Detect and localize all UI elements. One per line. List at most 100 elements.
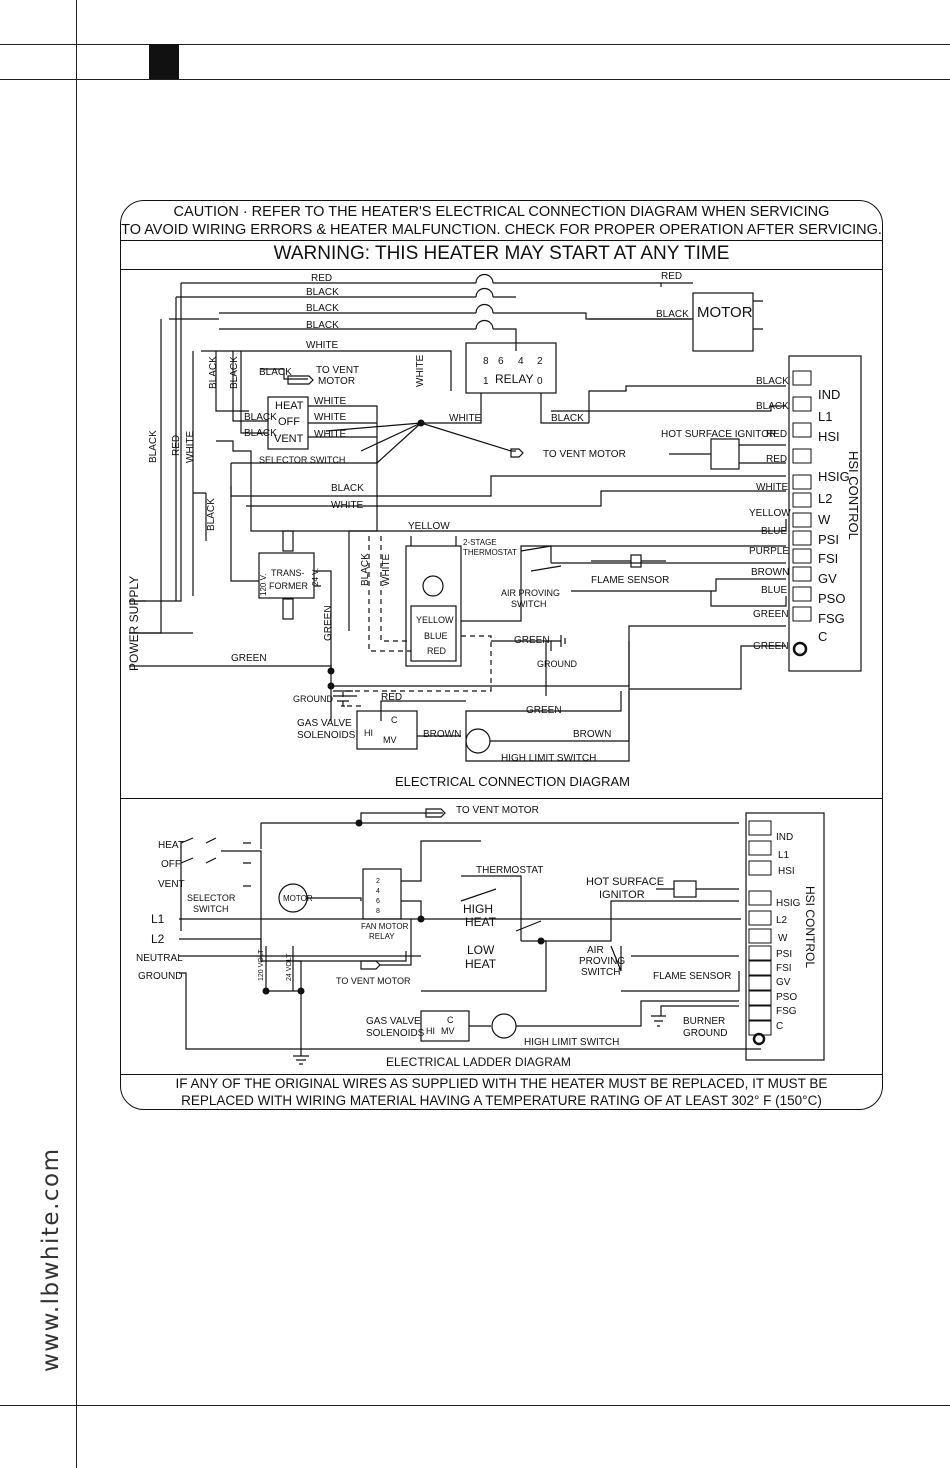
vert-wire-green: GREEN [323, 605, 334, 641]
selector-switch-label: SELECTOR SWITCH [259, 455, 345, 465]
wire-label-white-hsi: WHITE [331, 500, 364, 511]
ladder-hsi-ind: IND [776, 832, 793, 843]
thermostat-label-2: THERMOSTAT [463, 548, 517, 557]
hsi-wire-blue-1: BLUE [761, 526, 787, 537]
ladder-to-vent-motor: TO VENT MOTOR [456, 805, 539, 816]
vert-wire-black-3: BLACK [229, 356, 240, 389]
hsi-wire-black-1: BLACK [756, 376, 789, 387]
hsi-control-label: HSI CONTROL [846, 451, 861, 540]
warning-separator [121, 269, 882, 270]
ladder-air-proving-2: PROVING [579, 956, 625, 967]
hsi-term-gv: GV [818, 571, 837, 586]
ladder-relay-pin-6: 6 [376, 898, 380, 905]
hsi-term-ind: IND [818, 387, 840, 402]
ladder-high-limit-switch: HIGH LIMIT SWITCH [524, 1037, 619, 1048]
ladder-ignitor-2: IGNITOR [599, 889, 645, 901]
caution-line-2: TO AVOID WIRING ERRORS & HEATER MALFUNCT… [121, 222, 882, 238]
ladder-valve-c: C [447, 1015, 454, 1025]
ladder-hsi-hsi: HSI [778, 866, 795, 877]
ladder-ignitor-1: HOT SURFACE [586, 876, 664, 888]
header-rule-top [0, 44, 950, 45]
ladder-selector-2: SWITCH [193, 904, 229, 914]
wire-label-red-valve: RED [381, 692, 402, 703]
ladder-burner-ground-1: BURNER [683, 1016, 725, 1027]
hsi-wire-green-2: GREEN [753, 641, 789, 652]
hsi-term-pso: PSO [818, 591, 845, 606]
wire-label-red-motor: RED [661, 271, 682, 282]
relay-pin-1: 1 [483, 376, 489, 387]
wire-label-green-valve: GREEN [526, 705, 562, 716]
ladder-line-ground: GROUND [138, 971, 182, 982]
thermostat-label-1: 2-STAGE [463, 538, 497, 547]
vert-wire-black-4: BLACK [206, 498, 217, 531]
transformer-120v: 120 V. [259, 574, 268, 596]
relay-pin-4: 4 [518, 356, 524, 367]
ladder-diagram-title: ELECTRICAL LADDER DIAGRAM [386, 1055, 571, 1069]
high-limit-switch-label: HIGH LIMIT SWITCH [501, 753, 596, 764]
ladder-hsi-w: W [778, 933, 788, 944]
section-tab [149, 44, 179, 79]
power-supply-label: POWER SUPPLY [127, 576, 141, 671]
wire-label-white-4: WHITE [314, 429, 347, 440]
ladder-high-heat-1: HIGH [463, 902, 493, 916]
hsi-wire-white: WHITE [756, 482, 789, 493]
connection-diagram-title: ELECTRICAL CONNECTION DIAGRAM [395, 774, 630, 789]
footer-note-1: IF ANY OF THE ORIGINAL WIRES AS SUPPLIED… [175, 1076, 828, 1091]
relay-pin-0: 0 [537, 376, 543, 387]
transformer-label-2: FORMER [269, 581, 308, 591]
ladder-hsi-l1: L1 [778, 850, 790, 861]
wire-label-black-2: BLACK [306, 303, 339, 314]
ladder-gas-valve-1: GAS VALVE [366, 1016, 421, 1027]
hsi-wire-green-1: GREEN [753, 609, 789, 620]
ladder-burner-ground-2: GROUND [683, 1028, 727, 1039]
switch-vent: VENT [274, 433, 304, 445]
to-vent-motor-label: TO VENT MOTOR [543, 449, 626, 460]
caution-separator [121, 240, 882, 241]
terminal-blue: BLUE [424, 631, 448, 641]
hsi-wire-red-1: RED [766, 429, 787, 440]
wire-label-brown-1: BROWN [423, 729, 461, 740]
ladder-motor-label: MOTOR [283, 894, 313, 903]
wire-label-white-2: WHITE [314, 396, 347, 407]
motor-label: MOTOR [697, 304, 753, 321]
wire-label-yellow: YELLOW [408, 521, 450, 532]
hsi-wire-brown: BROWN [751, 567, 789, 578]
switch-heat: HEAT [275, 400, 304, 412]
wire-label-black-vent: BLACK [244, 428, 277, 439]
switch-off: OFF [278, 416, 300, 428]
wire-label-green-supply: GREEN [231, 653, 267, 664]
relay-pin-2: 2 [537, 356, 543, 367]
valve-terminal-c: C [391, 715, 398, 725]
footer-note-2: REPLACED WITH WIRING MATERIAL HAVING A T… [181, 1093, 822, 1108]
to-vent-label-1: TO VENT [316, 365, 359, 376]
hsi-wire-black-2: BLACK [756, 401, 789, 412]
hsi-wire-purple: PURPLE [749, 546, 789, 557]
vert-wire-white: WHITE [185, 430, 196, 463]
wire-label-brown-2: BROWN [573, 729, 611, 740]
ladder-valve-hi: HI [426, 1026, 435, 1036]
valve-terminal-mv: MV [383, 735, 397, 745]
gas-valve-label-2: SOLENOIDS [297, 730, 356, 741]
ladder-relay-pin-8: 8 [376, 908, 380, 915]
air-proving-label-1: AIR PROVING [501, 588, 560, 598]
wire-label-red: RED [311, 273, 332, 284]
relay-pin-6: 6 [498, 356, 504, 367]
ladder-to-vent-motor-2: TO VENT MOTOR [336, 976, 411, 986]
vert-wire-white-2: WHITE [415, 354, 426, 387]
website-url[interactable]: www.lbwhite.com [38, 1147, 64, 1372]
wire-label-black-1: BLACK [306, 287, 339, 298]
gas-valve-label-1: GAS VALVE [297, 718, 352, 729]
ladder-hsi-control-label: HSI CONTROL [803, 886, 817, 968]
vert-wire-red: RED [171, 435, 182, 456]
ladder-hsi-hsig: HSIG [776, 898, 801, 909]
ladder-low-heat-2: HEAT [465, 957, 497, 971]
ladder-120-volt: 120 VOLT [258, 949, 265, 981]
hsi-term-hsi: HSI [818, 429, 840, 444]
hsi-term-c: C [818, 629, 827, 644]
ladder-high-heat-2: HEAT [465, 915, 497, 929]
ladder-relay-label-2: RELAY [369, 932, 395, 941]
hot-surface-ignitor-label: HOT SURFACE IGNITOR [661, 429, 776, 440]
ladder-hsi-gv: GV [776, 977, 791, 988]
warning-text: WARNING: THIS HEATER MAY START AT ANY TI… [273, 243, 730, 264]
terminal-yellow: YELLOW [416, 615, 454, 625]
